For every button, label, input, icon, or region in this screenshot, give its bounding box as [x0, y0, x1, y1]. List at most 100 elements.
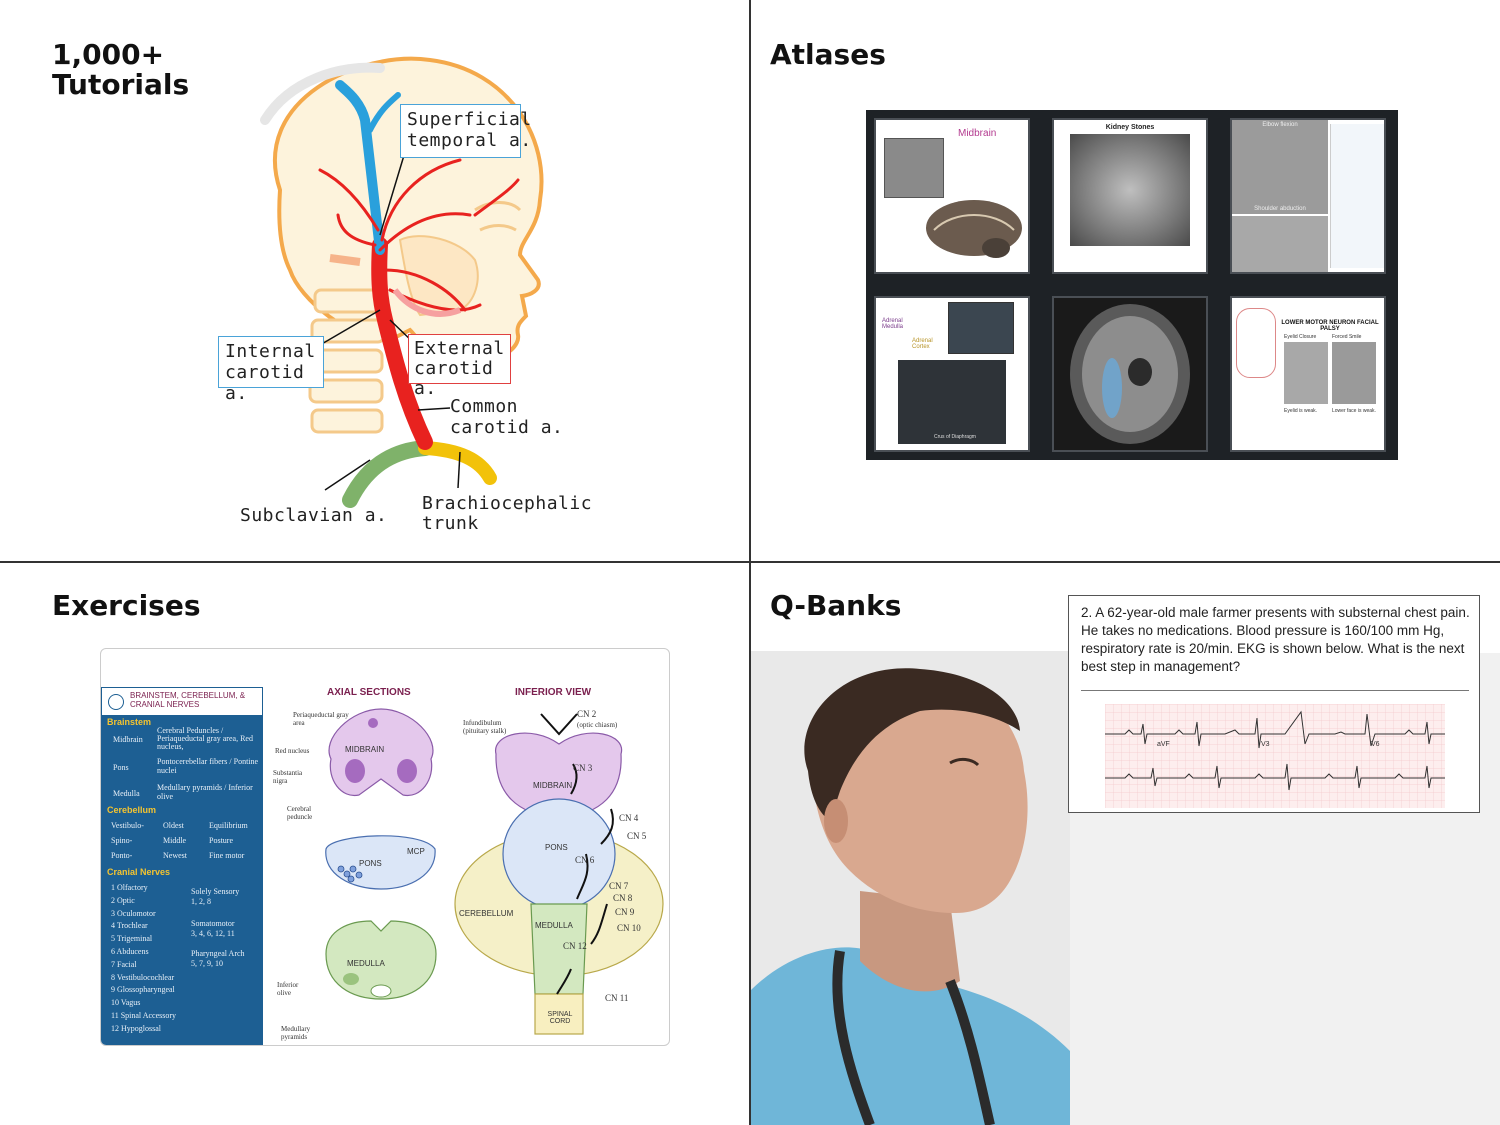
pons-row-label: Pons [113, 763, 129, 772]
medulla-row-desc: Medullary pyramids / Inferior olive [157, 783, 253, 801]
inferior-view-illustration [454, 713, 664, 1035]
brain-icon [108, 694, 124, 710]
vestibulo-label: Vestibulo- [111, 821, 144, 830]
inferior-olive-label: Inferior olive [277, 981, 299, 997]
medulla-row-label: Medulla [113, 789, 140, 798]
cerebellum-label: CEREBELLUM [459, 909, 514, 918]
shoulder-photo [1232, 216, 1328, 272]
tutorials-panel[interactable]: 1,000+ Tutorials [0, 0, 750, 562]
adrenal-medulla-label: Adrenal Medulla [882, 318, 904, 330]
atlas-tile-elbow[interactable]: Elbow flexion Shoulder abduction [1230, 118, 1386, 274]
inferior-midbrain-label: MIDBRAIN [533, 781, 573, 790]
somatomotor-label: Somatomotor [191, 919, 235, 928]
atlas-tile-facial-palsy[interactable]: LOWER MOTOR NEURON FACIAL PALSY Eyelid C… [1230, 296, 1386, 452]
inferior-medulla-label: MEDULLA [535, 921, 573, 930]
question-text: 2. A 62-year-old male farmer presents wi… [1081, 605, 1470, 674]
inferior-pons-label: PONS [545, 843, 568, 852]
adrenal-cortex-label: Adrenal Cortex [912, 338, 933, 350]
palsy-right-caption: Lower face is weak. [1332, 408, 1376, 414]
palsy-right-label: Forced Smile [1332, 334, 1362, 340]
pons-row-desc: Pontocerebellar fibers / Pontine nuclei [157, 757, 259, 775]
cn6-label: CN 6 [575, 855, 595, 865]
cranial-nerves-heading: Cranial Nerves [107, 867, 171, 877]
elbow-tile-label: Elbow flexion [1262, 122, 1298, 128]
oldest-label: Oldest [163, 821, 184, 830]
cerebellum-heading: Cerebellum [107, 805, 157, 815]
nerve-item: 2 Optic [111, 895, 135, 905]
panel-header: BRAINSTEM, CEREBELLUM, & CRANIAL NERVES [101, 687, 263, 717]
cn7-label: CN 7 [609, 881, 629, 891]
somatomotor-nums: 3, 4, 6, 12, 11 [191, 929, 235, 938]
qbanks-title: Q-Banks [770, 589, 902, 622]
palsy-left-label: Eyelid Closure [1284, 334, 1317, 340]
common-carotid-label: Common carotid a. [450, 396, 564, 438]
equilibrium-label: Equilibrium [209, 821, 248, 830]
solely-sensory-nums: 1, 2, 8 [191, 897, 211, 906]
ekg-lead-label: V6 [1371, 741, 1380, 748]
nerve-list: 1 Olfactory 2 Optic 3 Oculomotor 4 Troch… [111, 883, 176, 1037]
infundibulum-label: Infundibulum (pituitary stalk) [463, 719, 507, 735]
cn11-label: CN 11 [605, 993, 629, 1003]
midbrain-photo [884, 138, 944, 198]
pharyngeal-nums: 5, 7, 9, 10 [191, 959, 223, 968]
midbrain-tile-label: Midbrain [958, 128, 997, 139]
nerve-item: 8 Vestibulocochlear [111, 972, 175, 982]
atlas-tile-midbrain[interactable]: Midbrain [874, 118, 1030, 274]
atlas-tile-mri[interactable] [1052, 296, 1208, 452]
muscle-diagram [1330, 124, 1384, 268]
cn4-label: CN 4 [619, 813, 639, 823]
middle-label: Middle [163, 836, 187, 845]
horizontal-divider [0, 561, 1500, 563]
atlases-title: Atlases [770, 38, 886, 71]
fine-motor-label: Fine motor [209, 851, 245, 860]
brainstem-heading: Brainstem [107, 717, 152, 727]
superficial-temporal-label: Superficial temporal a. [407, 109, 532, 151]
nerve-item: 1 Olfactory [111, 883, 148, 892]
atlas-tile-adrenal[interactable]: Adrenal Medulla Adrenal Cortex Crus of D… [874, 296, 1030, 452]
nerve-item: 6 Abducens [111, 946, 149, 956]
summary-panel: Brainstem Midbrain Cerebral Peduncles / … [101, 715, 263, 1045]
shoulder-tile-label: Shoulder abduction [1254, 206, 1306, 212]
adrenal-ct-top-image [948, 302, 1014, 354]
ekg-lead-label: aVF [1157, 741, 1170, 748]
nerve-item: 7 Facial [111, 959, 137, 969]
axial-pons-label: PONS [359, 859, 382, 868]
substantia-label: Substantia nigra [273, 769, 303, 785]
vertical-divider [749, 0, 751, 1125]
atlases-panel[interactable]: Atlases Midbrain Kidney Stones Elbow fle… [750, 0, 1500, 562]
qbanks-panel[interactable]: Q-Banks 2. A 62-year-old male farmer pre… [750, 563, 1500, 1125]
atlas-tile-kidney[interactable]: Kidney Stones [1052, 118, 1208, 274]
cn12-label: CN 12 [563, 941, 587, 951]
brain-sagittal-image [926, 200, 1022, 258]
nerve-item: 12 Hypoglossal [111, 1023, 161, 1033]
adrenal-ct-bottom-image [898, 360, 1006, 444]
cn2-label: CN 2 [577, 709, 597, 719]
axial-midbrain-label: MIDBRAIN [345, 745, 385, 754]
superficial-temporal-label-box: Superficial temporal a. [400, 104, 531, 158]
nerve-item: 3 Oculomotor [111, 908, 156, 918]
axial-medulla-label: MEDULLA [347, 959, 385, 968]
ekg-strip: aVF V3 V6 [1105, 704, 1445, 808]
nerve-item: 11 Spinal Accessory [111, 1010, 177, 1020]
brain-mri-image [1070, 304, 1190, 444]
red-nucleus-label: Red nucleus [275, 747, 310, 755]
spinal-cord-label: SPINAL CORD [547, 1011, 573, 1025]
nerve-item: 9 Glossopharyngeal [111, 985, 175, 995]
spino-label: Spino- [111, 836, 133, 845]
mcp-label: MCP [407, 847, 425, 856]
midbrain-row-desc: Cerebral Peduncles / Periaqueductal gray… [157, 726, 253, 751]
internal-carotid-label-box: Internal carotid a. [218, 336, 324, 404]
question-card[interactable]: 2. A 62-year-old male farmer presents wi… [1068, 595, 1480, 813]
newest-label: Newest [163, 851, 187, 860]
exercise-card: BRAINSTEM, CEREBELLUM, & CRANIAL NERVES … [100, 648, 670, 1046]
cn9-label: CN 9 [615, 907, 635, 917]
doctor-photo [750, 651, 1070, 1125]
optic-chiasm-label: (optic chiasm) [577, 721, 618, 729]
palsy-title: LOWER MOTOR NEURON FACIAL PALSY [1281, 320, 1379, 332]
inferior-view-title: INFERIOR VIEW [515, 687, 592, 698]
diaphragm-label: Crus of Diaphragm [934, 434, 976, 440]
palsy-nerve-diagram [1236, 308, 1276, 378]
cn3-label: CN 3 [573, 763, 593, 773]
elbow-photo [1232, 120, 1328, 214]
exercises-panel[interactable]: Exercises BRAINSTEM, CEREBELLUM, & CRANI… [0, 563, 750, 1125]
